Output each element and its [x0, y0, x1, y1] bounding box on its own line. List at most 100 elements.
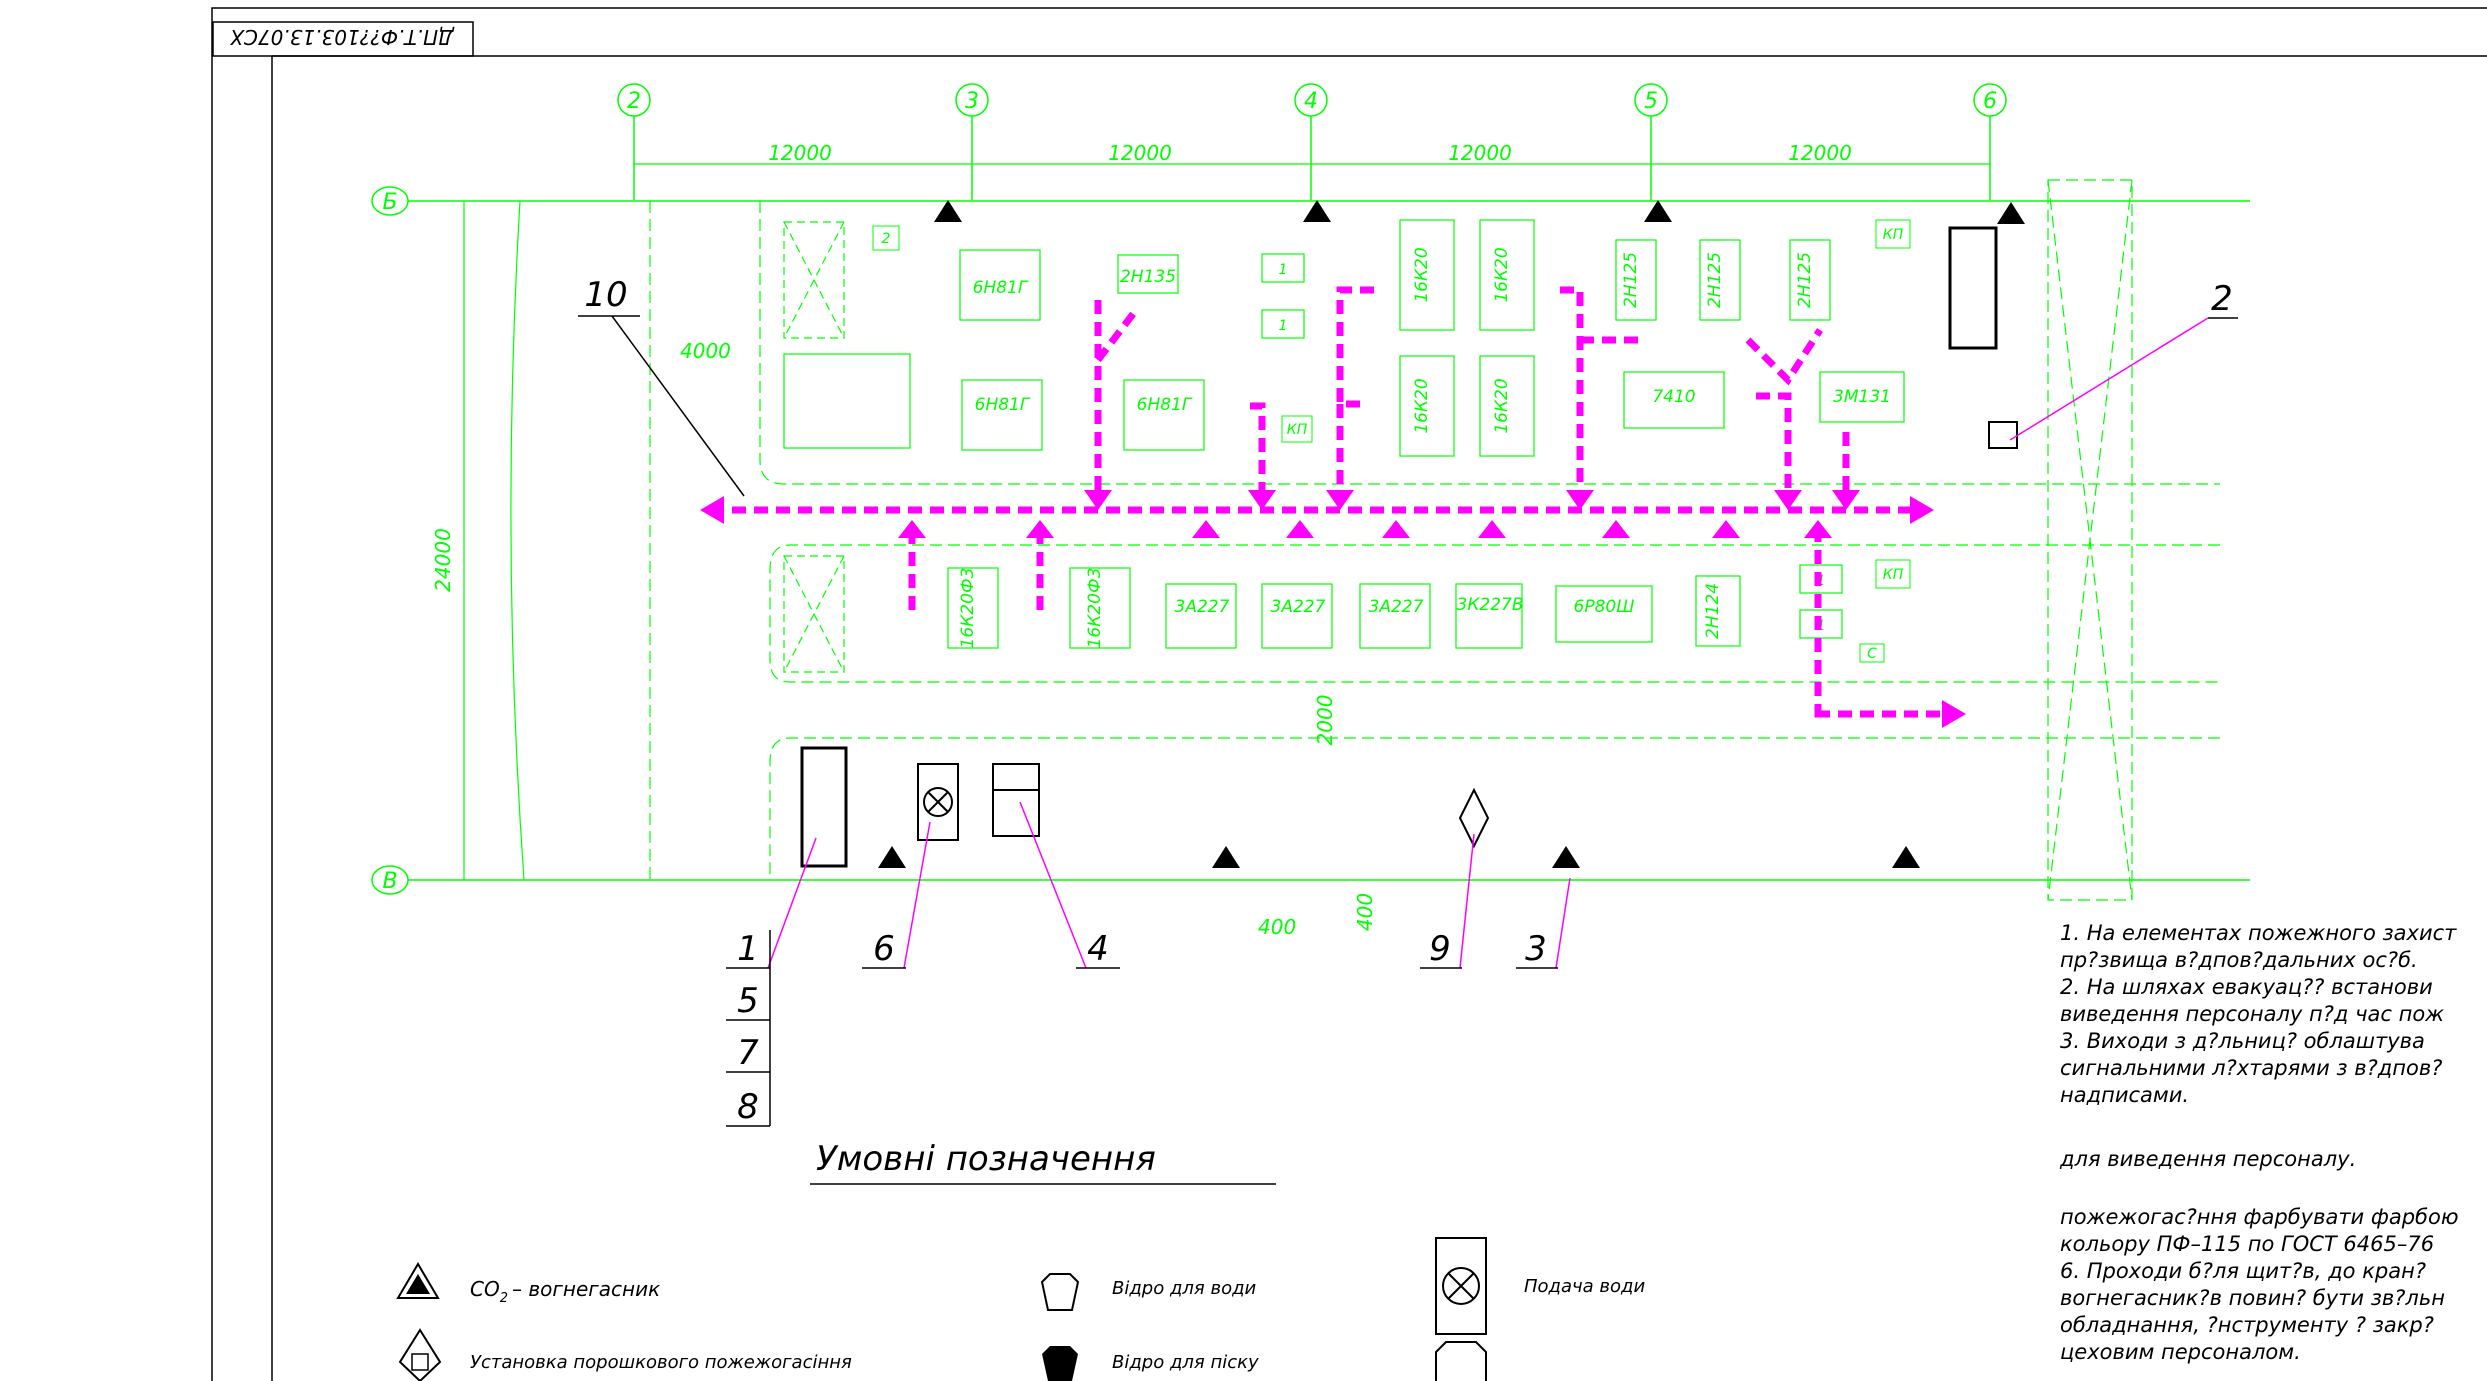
legend-sand-bucket-label: Відро для піску — [1112, 1352, 1259, 1373]
machine-outlines — [947, 219, 1905, 649]
axis-row-b: Б — [382, 190, 397, 215]
callout-leaders — [611, 315, 2209, 969]
machine-label: 6Н81Г — [975, 395, 1031, 415]
machine-label: 3А227 — [1369, 597, 1424, 617]
drawing-stamp: ДП.Т.Ф??103.13.07СХ — [229, 25, 455, 49]
note-line: вогнегасник?в повин? бути зв?льн — [2060, 1286, 2445, 1310]
callout-5: 5 — [737, 981, 759, 1021]
axis-row-v: В — [382, 869, 397, 894]
tag-s: С — [1867, 646, 1877, 662]
note-line: для виведення персоналу. — [2059, 1147, 2356, 1171]
tag-kp: КП — [1883, 227, 1904, 243]
powder-install-icon — [398, 1328, 442, 1381]
drawing-frame — [211, 7, 2487, 1381]
note-line: 3. Виходи з д?льниц? облаштува — [2060, 1029, 2425, 1053]
callout-2: 2 — [2211, 279, 2233, 319]
machine-label: 3А227 — [1271, 597, 1326, 617]
machine-label: 2Н125 — [1795, 252, 1815, 308]
callout-3: 3 — [1525, 929, 1547, 969]
tag-one: 1 — [1279, 318, 1288, 334]
note-line: 6. Проходи б?ля щит?в, до кран? — [2060, 1259, 2426, 1283]
dim-detail-b: 400 — [1353, 893, 1377, 931]
axis-columns — [617, 83, 2007, 200]
dim-span-4: 12000 — [1788, 141, 1852, 165]
storage-areas — [783, 221, 911, 673]
machine-label: 6Н81Г — [1137, 395, 1193, 415]
dim-aisle: 2000 — [1313, 695, 1337, 746]
axis-col-6: 6 — [1983, 89, 1997, 114]
machine-label: 2Н135 — [1120, 267, 1176, 287]
note-line: виведення персоналу п?д час пож — [2060, 1002, 2444, 1026]
water-supply-icon — [1435, 1237, 1487, 1381]
dim-height: 24000 — [431, 528, 455, 592]
callout-9: 9 — [1429, 929, 1451, 969]
dim-left-offset: 4000 — [680, 339, 731, 363]
callout-1: 1 — [737, 929, 759, 969]
legend-powder-label: Установка порошкового пожежогасіння — [470, 1352, 852, 1373]
machine-label: 3А227 — [1175, 597, 1230, 617]
machine-label: 16К20Ф3 — [958, 568, 978, 649]
dim-span-3: 12000 — [1448, 141, 1512, 165]
legend-water-bucket-label: Відро для води — [1112, 1278, 1257, 1299]
legend-co2-rest: – вогнегасник — [512, 1277, 660, 1301]
machine-label: 7410 — [1652, 387, 1695, 407]
building-walls — [463, 179, 2133, 901]
axis-col-2: 2 — [627, 89, 641, 114]
machine-label: 6Р80Ш — [1574, 597, 1635, 617]
note-line: пожежогас?ння фарбувати фарбою — [2060, 1205, 2459, 1229]
note-line: 2. На шляхах евакуац?? встанови — [2060, 975, 2433, 999]
callout-10: 10 — [584, 275, 627, 315]
tag-one: 1 — [1279, 262, 1288, 278]
extinguisher-markers — [878, 200, 2025, 868]
machine-label: 6Н81Г — [973, 278, 1029, 298]
axis-col-4: 4 — [1304, 89, 1318, 114]
machine-label: 3М131 — [1833, 387, 1891, 407]
note-line: сигнальними л?хтарями з в?дпов? — [2060, 1056, 2442, 1080]
water-bucket-icon — [1040, 1273, 1080, 1311]
callout-shelves — [578, 315, 2238, 1127]
evacuation-arrows — [700, 490, 1966, 728]
callout-4: 4 — [1087, 929, 1109, 969]
note-line: надписами. — [2060, 1083, 2189, 1107]
legend-co2-label: CO — [470, 1277, 500, 1301]
machine-label: 2Н125 — [1621, 252, 1641, 308]
note-line: обладнання, ?нструменту ? закр? — [2060, 1313, 2434, 1337]
machine-label: 16К20 — [1412, 247, 1432, 302]
legend: Умовні позначення CO2 – вогнегасник Устан… — [396, 1139, 1645, 1381]
note-line: кольору ПФ–115 по ГОСТ 6465–76 — [2060, 1232, 2434, 1256]
fire-shield-right — [1948, 226, 2018, 449]
tag-kp: КП — [1883, 567, 1904, 583]
notes: 1. На елементах пожежного захист пр?звищ… — [2059, 921, 2459, 1364]
machine-label: 16К20 — [1492, 378, 1512, 433]
callout-6: 6 — [873, 929, 895, 969]
tag-two: 2 — [882, 231, 891, 247]
axis-col-3: 3 — [965, 89, 979, 114]
machine-label: 2Н124 — [1703, 583, 1723, 639]
callout-7: 7 — [737, 1033, 759, 1073]
dim-detail-a: 400 — [1258, 915, 1296, 939]
legend-title: Умовні позначення — [816, 1139, 1156, 1179]
legend-co2-sub: 2 — [500, 1291, 508, 1306]
note-line: 1. На елементах пожежного захист — [2060, 921, 2457, 945]
dim-span-1: 12000 — [768, 141, 832, 165]
note-line: пр?звища в?дпов?дальних ос?б. — [2060, 948, 2418, 972]
axis-rows — [371, 186, 2250, 895]
fire-shield-bottom — [800, 746, 1490, 868]
axis-col-5: 5 — [1644, 89, 1658, 114]
sand-bucket-icon — [1042, 1346, 1078, 1381]
machine-label: 3К227В — [1457, 595, 1524, 615]
dim-span-2: 12000 — [1108, 141, 1172, 165]
machine-label: 16К20 — [1412, 378, 1432, 433]
machine-label: 16К20 — [1492, 247, 1512, 302]
svg-text:CO2– вогнегасник: CO2 – вогнегасник — [470, 1277, 660, 1306]
zones — [759, 201, 2220, 880]
callout-8: 8 — [737, 1087, 759, 1127]
evacuation-routes — [710, 286, 1950, 718]
note-line: цеховим персоналом. — [2060, 1340, 2301, 1364]
machine-label: 16К20Ф3 — [1085, 568, 1105, 649]
machine-label: 2Н125 — [1705, 252, 1725, 308]
tag-kp: КП — [1287, 422, 1308, 438]
legend-water-supply-label: Подача води — [1524, 1276, 1645, 1297]
co2-extinguisher-icon — [396, 1262, 440, 1299]
